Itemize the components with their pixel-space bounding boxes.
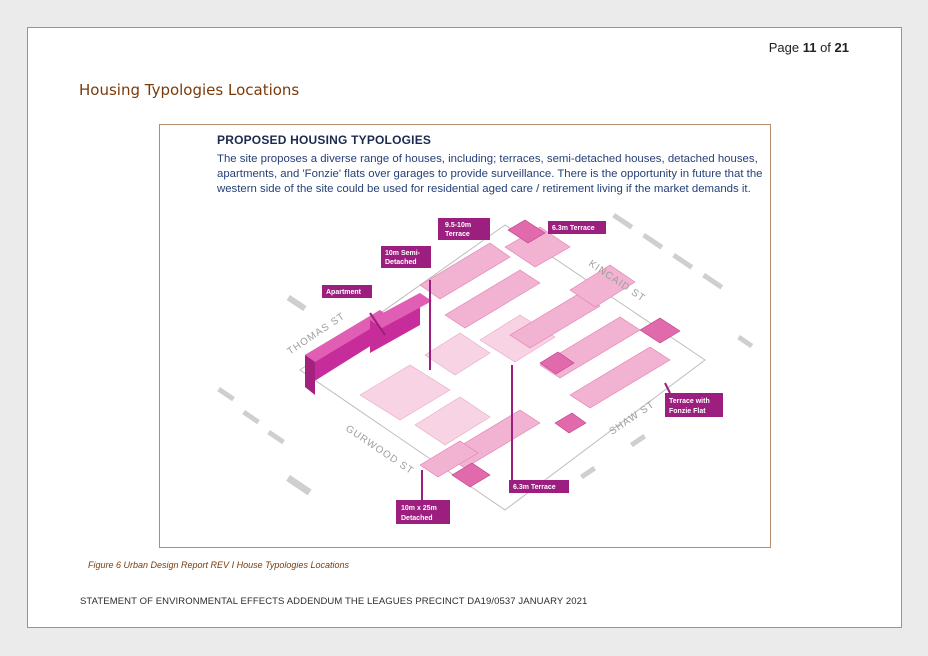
label-semi-detached-line1: 10m Semi- [385,250,421,257]
label-terrace-fonzie-line2: Fonzie Flat [669,408,706,415]
label-terrace-fonzie: Terrace with Fonzie Flat [665,393,723,417]
label-terrace-95-line1: 9.5-10m [445,222,471,229]
page-number: Page 11 of 21 [769,40,849,55]
label-detached-line1: 10m x 25m [401,505,437,512]
label-semi-detached: 10m Semi- Detached [381,246,431,268]
label-terrace-95-line2: Terrace [445,231,470,238]
label-terrace-63-bottom: 6.3m Terrace [509,480,569,493]
road-markings [217,212,754,496]
label-semi-detached-line2: Detached [385,259,417,266]
label-detached-line2: Detached [401,515,433,522]
figure-caption: Figure 6 Urban Design Report REV I House… [88,560,349,570]
label-apartment-text: Apartment [326,289,362,296]
page-number-separator: of [820,40,831,55]
figure-image: 9.5-10m Terrace 6.3m Terrace 10m Semi- D… [159,124,771,548]
figure-title: PROPOSED HOUSING TYPOLOGIES [217,133,432,147]
label-terrace-63-top: 6.3m Terrace [548,221,606,234]
page-number-total: 21 [834,40,849,55]
site-plan-illustration: 9.5-10m Terrace 6.3m Terrace 10m Semi- D… [217,212,754,524]
label-apartment: Apartment [322,285,372,298]
dark-terrace-blocks [451,219,681,488]
label-terrace-fonzie-line1: Terrace with [669,398,710,405]
label-terrace-63-top-text: 6.3m Terrace [552,225,595,232]
label-terrace-63-bottom-text: 6.3m Terrace [513,484,556,491]
page-number-current: 11 [802,40,817,55]
page-footer: STATEMENT OF ENVIRONMENTAL EFFECTS ADDEN… [80,596,588,607]
label-terrace-95: 9.5-10m Terrace [438,218,490,240]
page-number-prefix: Page [768,40,800,55]
label-detached: 10m x 25m Detached [396,500,450,524]
document-page: Page 11 of 21 Housing Typologies Locatio… [27,27,902,628]
figure-description: The site proposes a diverse range of hou… [217,153,763,195]
apartment-block [305,293,432,395]
section-heading: Housing Typologies Locations [79,81,300,99]
